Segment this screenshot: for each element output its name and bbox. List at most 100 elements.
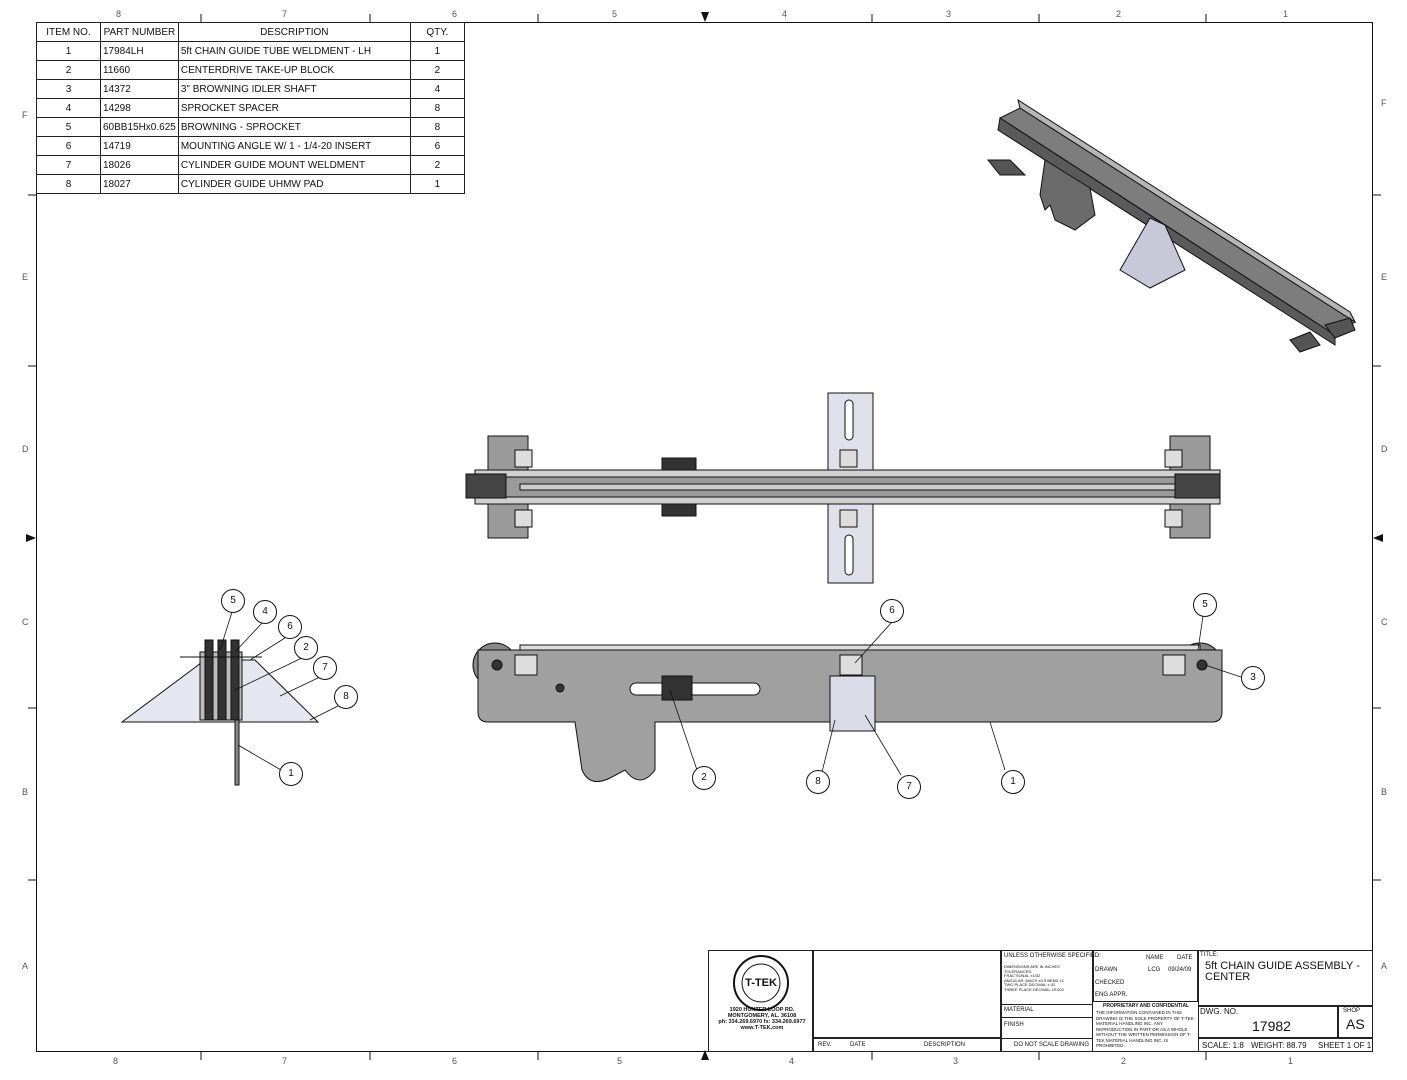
zone-col-1-bottom: 1 [1288,1056,1294,1066]
date-label: DATE [1177,955,1193,961]
zone-row-a-left: A [22,961,29,971]
address-line: MONTGOMERY, AL. 36108 [727,1013,797,1019]
company-address: 1920 HUNTER LOOP RD. MONTGOMERY, AL. 361… [712,1007,812,1031]
zone-col-3-bottom: 3 [953,1056,959,1066]
unless-specified: UNLESS OTHERWISE SPECIFIED: [1004,953,1101,959]
balloon-leaders-side [219,611,339,771]
balloon-side-7: 7 [313,656,337,680]
title-label: TITLE: [1200,952,1219,958]
scale-row [1198,1038,1373,1052]
approvals-cell [1093,950,1198,1002]
logo-cell: T-TEK [708,950,813,1052]
balloon-side-4: 4 [253,600,277,624]
logo-text: T-TEK [745,977,777,989]
drawing-title: 5ft CHAIN GUIDE ASSEMBLY - CENTER [1205,960,1360,983]
balloon-front-1: 1 [1001,770,1025,794]
zone-row-d-right: D [1381,444,1388,454]
zone-row-d-left: D [22,444,29,454]
shop-label: SHOP [1343,1008,1361,1014]
address-line: ph: 334.269.6970 fx: 334.269.6977 [718,1019,806,1025]
rev-description-label: DESCRIPTION [924,1042,966,1048]
shop-cell [1338,1006,1373,1038]
zone-col-8-bottom: 8 [113,1056,119,1066]
proprietary-title: PROPRIETARY AND CONFIDENTIAL [1103,1003,1190,1009]
balloon-front-8: 8 [806,770,830,794]
tolerance-line: TOLERANCES: [1004,968,1033,974]
center-arrows [26,12,1383,1060]
company-logo [733,955,789,1011]
zone-row-b-left: B [22,787,29,797]
tolerance-line: THREE PLACE DECIMAL ±0.002 [1004,986,1064,992]
isometric-view [986,98,1357,353]
balloon-side-8: 8 [334,685,358,709]
tolerance-line: FRACTIONAL ±1/32 [1004,973,1041,978]
balloon-front-5: 5 [1193,593,1217,617]
zone-col-5-top: 5 [612,9,618,19]
zone-col-2-bottom: 2 [1121,1056,1127,1066]
drawn-name: LCG [1148,967,1161,973]
bom-cell-qty: 1 [409,174,465,194]
side-view [120,639,320,786]
material-row [1001,1004,1093,1018]
balloon-side-6: 6 [278,615,302,639]
zone-row-a-right: A [1381,961,1388,971]
rev-date-label: DATE [850,1042,866,1048]
drawn-date: 09/24/09 [1168,967,1192,973]
revision-row [813,1038,1001,1052]
scale-value: SCALE: 1:8 [1202,1041,1244,1050]
do-not-scale-row [1001,1038,1093,1052]
name-label: NAME [1146,955,1164,961]
balloon-side-2: 2 [294,636,318,660]
do-not-scale: DO NOT SCALE DRAWING [1014,1042,1090,1048]
bom-cell-item: 8 [36,174,101,194]
zone-col-4-top: 4 [782,9,788,19]
zone-row-c-left: C [22,617,29,627]
rev-label: REV. [818,1042,832,1048]
zone-col-3-top: 3 [946,9,952,19]
tolerance-line: TWO PLACE DECIMAL ±.02 [1004,982,1056,987]
zone-col-6-bottom: 6 [452,1056,458,1066]
zone-col-8-top: 8 [116,9,122,19]
eng-approval-label: ENG APPR. [1095,992,1128,998]
address-line: 1920 HUNTER LOOP RD. [729,1007,795,1013]
balloon-front-2: 2 [692,766,716,790]
zone-row-f-left: F [22,110,28,120]
tolerance-line: ANGULAR: MACH ±0.5 BEND ±1 [1004,977,1064,983]
zone-col-4-bottom: 4 [789,1056,795,1066]
zone-col-1-top: 1 [1283,9,1289,19]
tolerance-line: DIMENSIONS ARE IN INCHES [1004,964,1060,969]
zone-row-e-right: E [1381,272,1388,282]
checked-label: CHECKED [1095,980,1125,986]
zone-col-6-top: 6 [452,9,458,19]
weight-value: WEIGHT: 88.79 [1251,1041,1307,1050]
address-line: www.T-TEK.com [740,1025,784,1031]
zone-col-7-top: 7 [282,9,288,19]
balloon-front-3: 3 [1241,666,1265,690]
sheet-value: SHEET 1 OF 1 [1318,1041,1372,1050]
tolerances-block: DIMENSIONS ARE IN INCHES TOLERANCES: FRA… [1004,964,1064,992]
zone-row-c-right: C [1381,617,1388,627]
finish-label: FINISH [1004,1022,1024,1028]
balloon-front-7: 7 [897,775,921,799]
front-view [472,642,1223,783]
drawn-label: DRAWN [1095,967,1118,973]
material-label: MATERIAL [1004,1007,1034,1013]
blank-cell [813,950,1001,1038]
top-view [465,392,1221,584]
zone-col-2-top: 2 [1116,9,1122,19]
zone-col-7-bottom: 7 [282,1056,288,1066]
title-cell [1198,950,1373,1006]
zone-row-e-left: E [22,272,29,282]
dwg-number: 17982 [1252,1018,1291,1034]
dwg-no-cell [1198,1006,1338,1038]
dwg-no-label: DWG. NO. [1200,1007,1239,1016]
balloon-side-1: 1 [279,762,303,786]
zone-col-5-bottom: 5 [617,1056,623,1066]
